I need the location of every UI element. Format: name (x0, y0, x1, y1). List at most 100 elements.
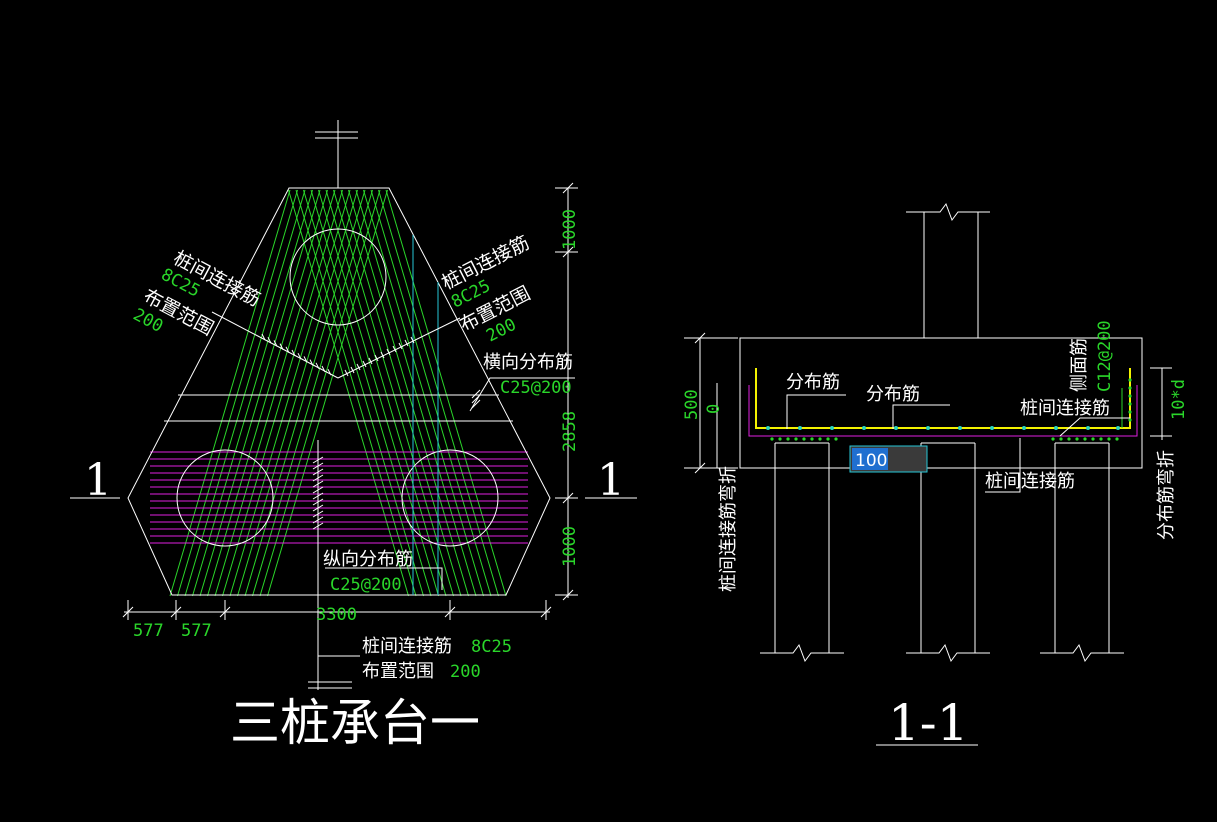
longitudinal-label-spec: C25@200 (330, 575, 402, 595)
tick (279, 343, 284, 350)
centerline-ticks (312, 456, 324, 530)
tick (312, 474, 324, 482)
diagonal-bar (318, 189, 439, 597)
side-bar-spec: C12@200 (1095, 320, 1115, 392)
longitudinal-distribution-bars (150, 451, 528, 544)
rebar-dot (894, 426, 898, 430)
transverse-label-name: 横向分布筋 (483, 352, 573, 373)
bottom-label-line2-spec: 200 (450, 662, 481, 682)
rebar-dot (1107, 437, 1111, 441)
rebar-dot (794, 437, 798, 441)
rebar-dot (778, 437, 782, 441)
diagonal-bar (199, 189, 321, 597)
rebar-dot (770, 437, 774, 441)
pile-link-label-bottom: 桩间连接筋 (985, 471, 1075, 492)
tick (404, 339, 409, 347)
leader-dist-2 (892, 404, 950, 429)
section-view (684, 202, 1172, 663)
pile-left (176, 449, 274, 547)
rebar-dot (1067, 437, 1071, 441)
rebar-dot (798, 426, 802, 430)
rebar-dot (1128, 386, 1132, 390)
tick (285, 346, 290, 354)
rebar-dot (834, 437, 838, 441)
leader-left (211, 311, 339, 379)
rebar-dot (1128, 410, 1132, 414)
rebar-dot (1086, 426, 1090, 430)
tick (315, 362, 320, 370)
tick (312, 522, 324, 530)
diagonal-bar (222, 189, 343, 597)
tick (321, 365, 326, 373)
tick (386, 348, 391, 356)
leader-ticks-left (261, 333, 332, 376)
rebar-dot (1054, 426, 1058, 430)
tick (374, 354, 379, 362)
section-hook-dim (1150, 367, 1172, 440)
longitudinal-label-name: 纵向分布筋 (323, 549, 413, 570)
tick (273, 340, 278, 347)
tick (312, 480, 324, 488)
tick (356, 363, 361, 371)
longitudinal-leader (325, 567, 443, 590)
tick (303, 356, 308, 363)
section-height-dim (684, 332, 738, 474)
leader-ticks-right (344, 336, 415, 377)
side-bar-label: 侧面筋 (1069, 338, 1090, 392)
pile-right (401, 449, 499, 547)
rebar-dot (1128, 418, 1132, 422)
tick (291, 349, 296, 357)
rebar-dot (1116, 426, 1120, 430)
tick (362, 360, 367, 368)
rebar-dot (826, 437, 830, 441)
diagonal-bar (370, 189, 492, 597)
tick (344, 369, 349, 377)
dimension-chain-right (555, 182, 578, 601)
dimension-input-selection (852, 448, 888, 470)
diagonal-bar (295, 189, 417, 597)
section-column (906, 202, 990, 338)
rebar-dot (1022, 426, 1026, 430)
diagonal-bar (288, 189, 409, 597)
rebar-dots (766, 378, 1132, 441)
bottom-label-line1-spec: 8C25 (471, 637, 512, 657)
tick (312, 510, 324, 518)
diagonal-bar (310, 189, 432, 597)
rebar-dot (990, 426, 994, 430)
tick (312, 456, 324, 464)
rebar-dot (926, 426, 930, 430)
diagonal-bar (177, 189, 298, 597)
diagonal-bar (244, 189, 366, 597)
section-mark-left: 1 (84, 455, 112, 506)
diagonal-bar (207, 189, 328, 597)
hook-dim-label: 10*d (1169, 379, 1189, 420)
dim-bottom-2: 577 (181, 621, 212, 641)
leader-pile-link-top (1059, 417, 1130, 437)
dist-bar-label-1: 分布筋 (786, 372, 840, 393)
diagonal-bar (355, 189, 477, 597)
rebar-dot (1075, 437, 1079, 441)
rebar-dot (818, 437, 822, 441)
bottom-label-line2: 布置范围 (362, 661, 434, 682)
pile-connection-bar-magenta (748, 385, 1138, 437)
distribution-bar-yellow (755, 368, 1131, 429)
diagonal-bar (385, 189, 507, 597)
pile-top (289, 228, 387, 326)
pile-link-label-top: 桩间连接筋 (1020, 398, 1110, 419)
diagonal-bar (363, 189, 484, 597)
dist-bar-label-2: 分布筋 (866, 384, 920, 405)
rebar-dot (862, 426, 866, 430)
rebar-dot (1051, 437, 1055, 441)
dimension-input-value[interactable]: 100 (855, 451, 887, 471)
dim-right-2: 2858 (560, 411, 580, 452)
tick (312, 504, 324, 512)
left-vertical-label: 桩间连接筋弯折 (718, 466, 739, 592)
section-piles (760, 442, 1124, 663)
rebar-dot (1128, 394, 1132, 398)
diagonal-bar (267, 189, 388, 597)
bottom-label-line1: 桩间连接筋 (362, 636, 452, 657)
dimension-chain-bottom (122, 600, 552, 620)
tick (312, 498, 324, 506)
diagonal-bar (192, 189, 313, 597)
